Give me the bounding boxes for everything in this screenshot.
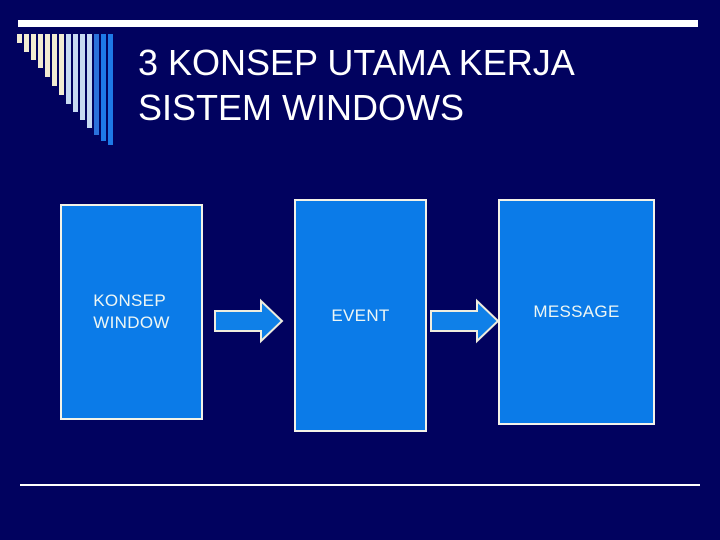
stripe-bar (87, 34, 92, 128)
stripe-bar (38, 34, 43, 68)
stripe-bar (101, 34, 106, 141)
box-label-message: MESSAGE (533, 302, 620, 321)
stripe-bar (59, 34, 64, 95)
stripe-bar (94, 34, 99, 135)
stripe-bar (31, 34, 36, 60)
stripe-bar (24, 34, 29, 52)
box-label-event: EVENT (331, 305, 390, 325)
diagram-box-event: EVENT (294, 199, 427, 432)
box-label-konsep-window: KONSEP WINDOW (93, 291, 170, 332)
footer-divider-line (20, 484, 700, 486)
stripe-bar (52, 34, 57, 86)
flow-arrow-right-icon (430, 298, 500, 344)
stripe-bar (80, 34, 85, 120)
stripe-bar (66, 34, 71, 104)
diagram-box-message: MESSAGE (498, 199, 655, 425)
flow-arrow-right-icon (214, 298, 284, 344)
corner-stripe-decoration (17, 34, 115, 145)
stripe-bar (17, 34, 22, 43)
diagram-box-konsep-window: KONSEP WINDOW (60, 204, 203, 420)
stripe-bar (45, 34, 50, 77)
stripe-bar (108, 34, 113, 145)
slide-title: 3 KONSEP UTAMA KERJA SISTEM WINDOWS (138, 42, 573, 128)
stripe-bar (73, 34, 78, 112)
top-accent-bar (18, 20, 698, 27)
